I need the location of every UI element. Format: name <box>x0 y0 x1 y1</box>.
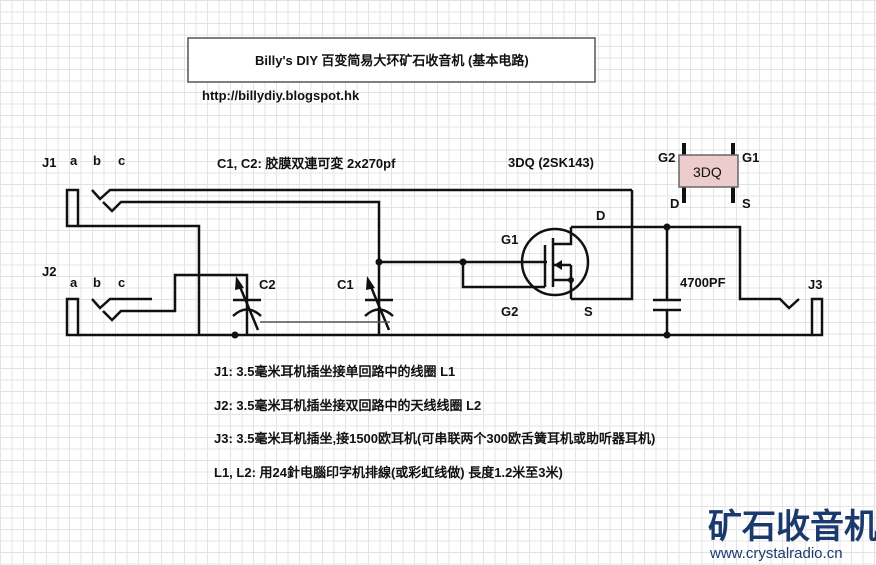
variable-capacitor-c1 <box>364 276 394 331</box>
note-j2: J2: 3.5毫米耳机插坐接双回路中的天线线圈 L2 <box>214 398 481 413</box>
jack-j2 <box>65 273 249 337</box>
url-text: http://billydiy.blogspot.hk <box>202 88 360 103</box>
label-j2-b: b <box>93 275 101 290</box>
label-g2: G2 <box>501 304 518 319</box>
pkg-label-d: D <box>670 196 679 211</box>
title: Billy's DIY 百变简易大环矿石收音机 (基本电路) <box>255 53 529 68</box>
variable-capacitor-c2 <box>232 276 262 331</box>
transistor-label: 3DQ (2SK143) <box>508 155 594 170</box>
label-s: S <box>584 304 593 319</box>
label-j3: J3 <box>808 277 822 292</box>
note-j3: J3: 3.5毫米耳机插坐,接1500欧耳机(可串联两个300欧舌簧耳机或助听器… <box>214 431 655 446</box>
watermark-url: www.crystalradio.cn <box>709 545 843 562</box>
pkg-label-g2: G2 <box>658 150 675 165</box>
pkg-label-s: S <box>742 196 751 211</box>
mosfet-3dq <box>520 190 634 301</box>
capacitor-note: C1, C2: 胶膜双連可変 2x270pf <box>217 156 396 171</box>
label-d: D <box>596 208 605 223</box>
label-4700pf: 4700PF <box>680 275 726 290</box>
svg-text:3DQ: 3DQ <box>693 164 722 180</box>
package-3dq: 3DQ G2 G1 D S <box>658 143 759 211</box>
jack-j1 <box>65 188 632 335</box>
jack-j3 <box>810 297 824 337</box>
label-j1-a: a <box>70 153 78 168</box>
label-j1-b: b <box>93 153 101 168</box>
title-box <box>187 37 596 83</box>
label-j1: J1 <box>42 155 56 170</box>
label-j2-a: a <box>70 275 78 290</box>
note-j1: J1: 3.5毫米耳机插坐接单回路中的线圈 L1 <box>214 364 455 379</box>
label-j2: J2 <box>42 264 56 279</box>
capacitor-4700pf <box>653 227 681 335</box>
pkg-label-g1: G1 <box>742 150 759 165</box>
junction-dot <box>231 331 239 339</box>
label-g1: G1 <box>501 232 518 247</box>
label-j2-c: c <box>118 275 125 290</box>
label-j1-c: c <box>118 153 125 168</box>
label-c1: C1 <box>337 277 354 292</box>
label-c2: C2 <box>259 277 276 292</box>
note-l1-l2: L1, L2: 用24針电腦印字机排線(或彩虹线做) 長度1.2米至3米) <box>214 465 563 480</box>
watermark-logo: 矿石收音机 <box>708 508 876 546</box>
